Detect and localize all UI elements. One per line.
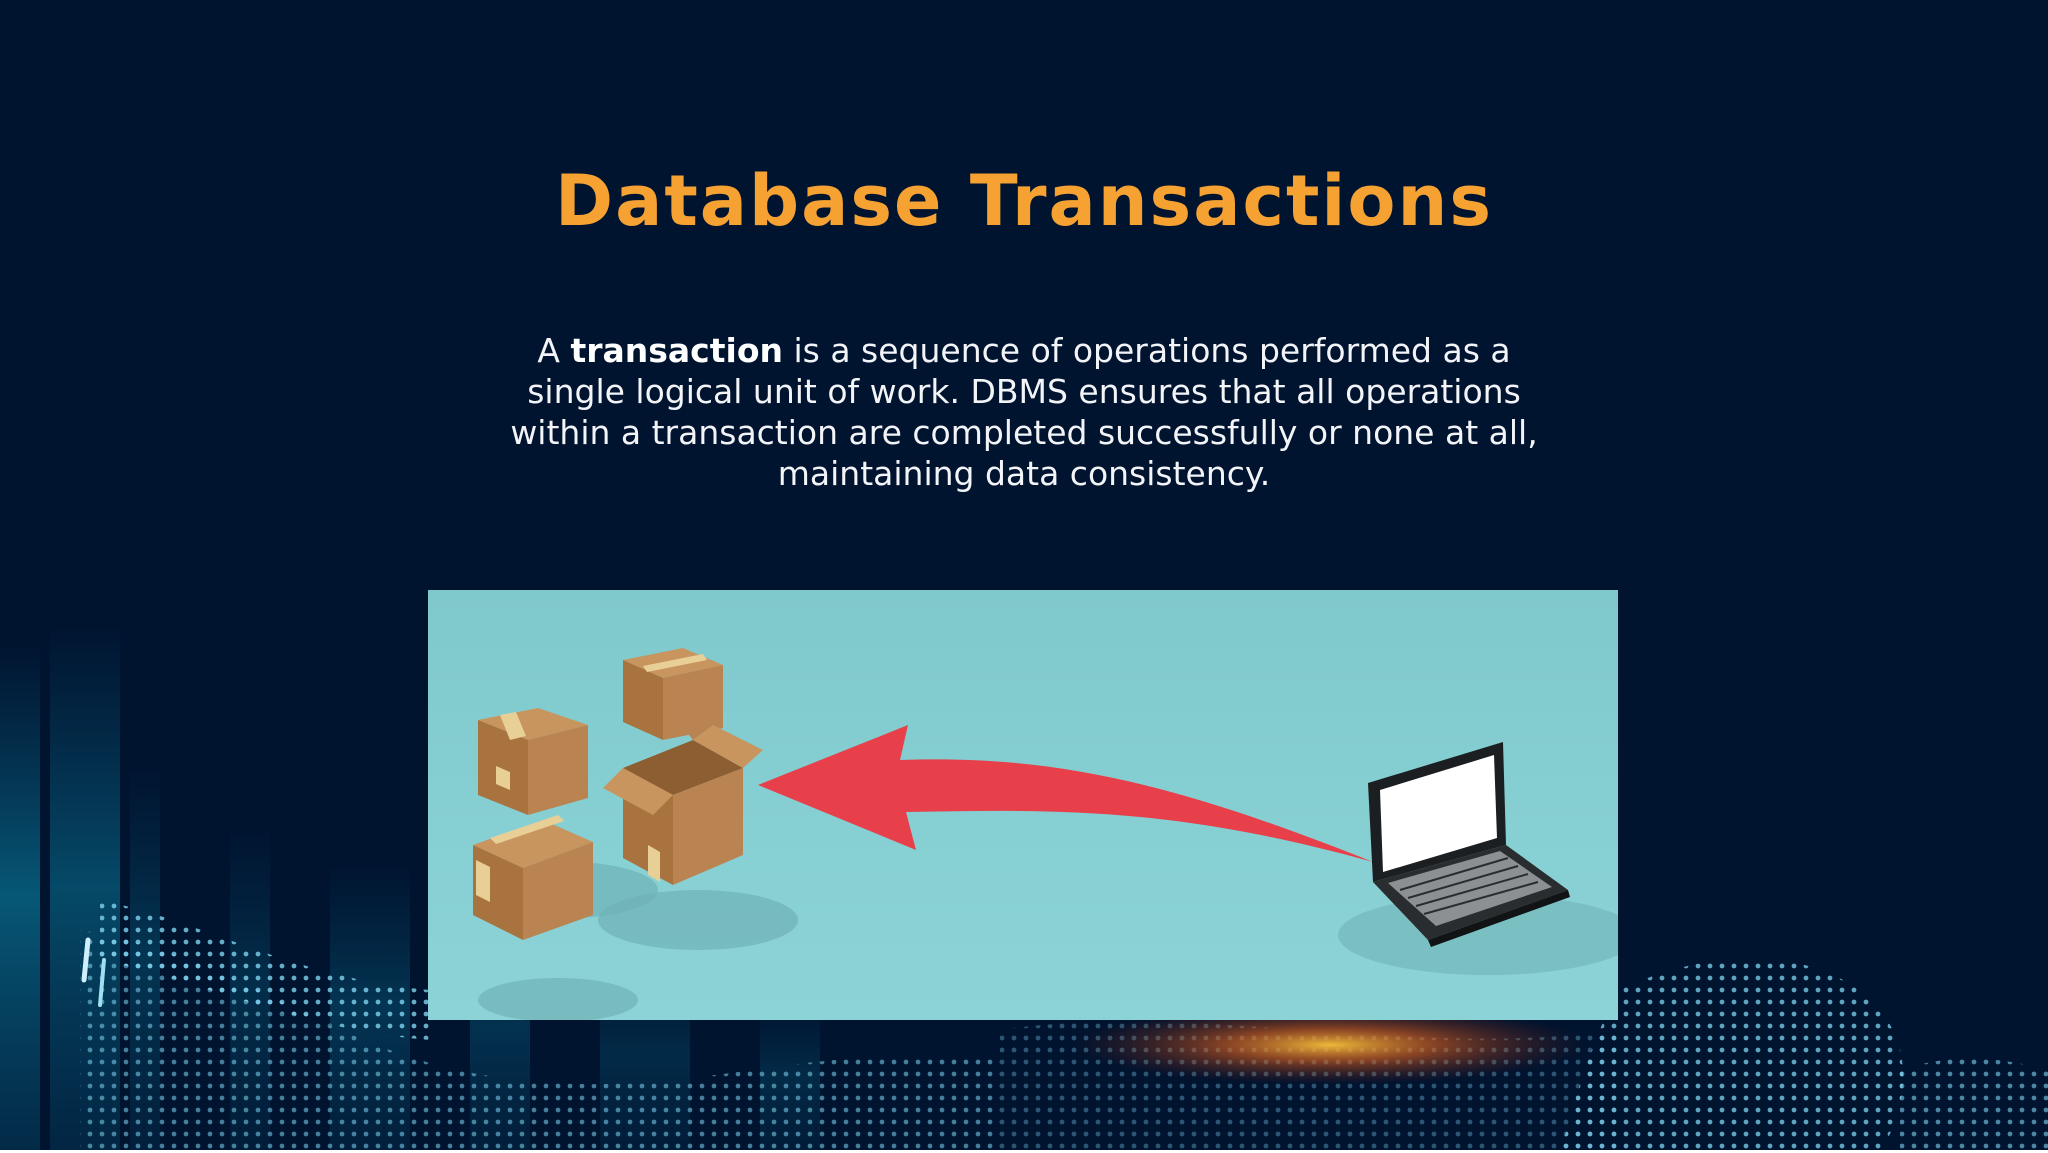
bottom-border — [0, 1150, 2048, 1153]
open-box-icon — [603, 700, 763, 885]
laptop-icon — [1368, 742, 1570, 947]
transaction-description: A transaction is a sequence of operation… — [510, 330, 1538, 494]
description-prefix: A — [537, 331, 571, 370]
description-rest: is a sequence of operations performed as… — [510, 331, 1538, 493]
slide-title: Database Transactions — [555, 160, 1493, 242]
arrow-icon — [758, 725, 1373, 862]
illustration-art — [473, 648, 1618, 1020]
transaction-illustration — [428, 590, 1618, 1020]
description-term: transaction — [570, 331, 783, 370]
box-icon — [478, 708, 588, 815]
box-icon — [473, 815, 593, 940]
